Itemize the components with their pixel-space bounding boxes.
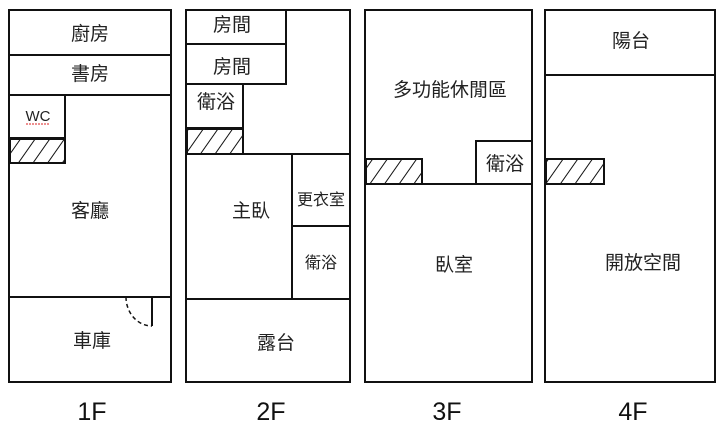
stairs-2f (186, 128, 244, 155)
room-3f-bedroom: 臥室 (435, 254, 473, 276)
room-terrace: 露台 (257, 332, 295, 354)
room-garage: 車庫 (73, 330, 111, 352)
floor-label-3f: 3F (432, 398, 461, 426)
room-kitchen: 廚房 (71, 22, 109, 45)
room-master-bedroom: 主臥 (232, 200, 270, 222)
room-open-space: 開放空間 (605, 252, 681, 274)
stairs-4f (545, 158, 605, 185)
room-2f-room-a: 房間 (213, 14, 251, 36)
stairs-3f (365, 158, 423, 185)
room-3f-bath: 衛浴 (486, 153, 524, 175)
room-living: 客廳 (71, 200, 109, 222)
floor-label-2f: 2F (256, 398, 285, 426)
room-study: 書房 (71, 63, 109, 85)
room-2f-bath-b: 衛浴 (305, 253, 337, 272)
floor-label-1f: 1F (77, 398, 106, 426)
floor-3f-plan (364, 9, 533, 383)
room-multipurpose: 多功能休閒區 (393, 79, 507, 101)
floor-label-4f: 4F (618, 398, 647, 426)
room-closet: 更衣室 (297, 190, 345, 209)
room-wc: WC (26, 108, 51, 125)
stairs-1f (9, 138, 66, 164)
door-swing-1f (125, 296, 153, 327)
room-2f-bath-a: 衛浴 (197, 91, 235, 113)
floor-4f-plan (544, 9, 716, 383)
room-balcony: 陽台 (612, 30, 650, 52)
room-2f-room-b: 房間 (213, 56, 251, 78)
